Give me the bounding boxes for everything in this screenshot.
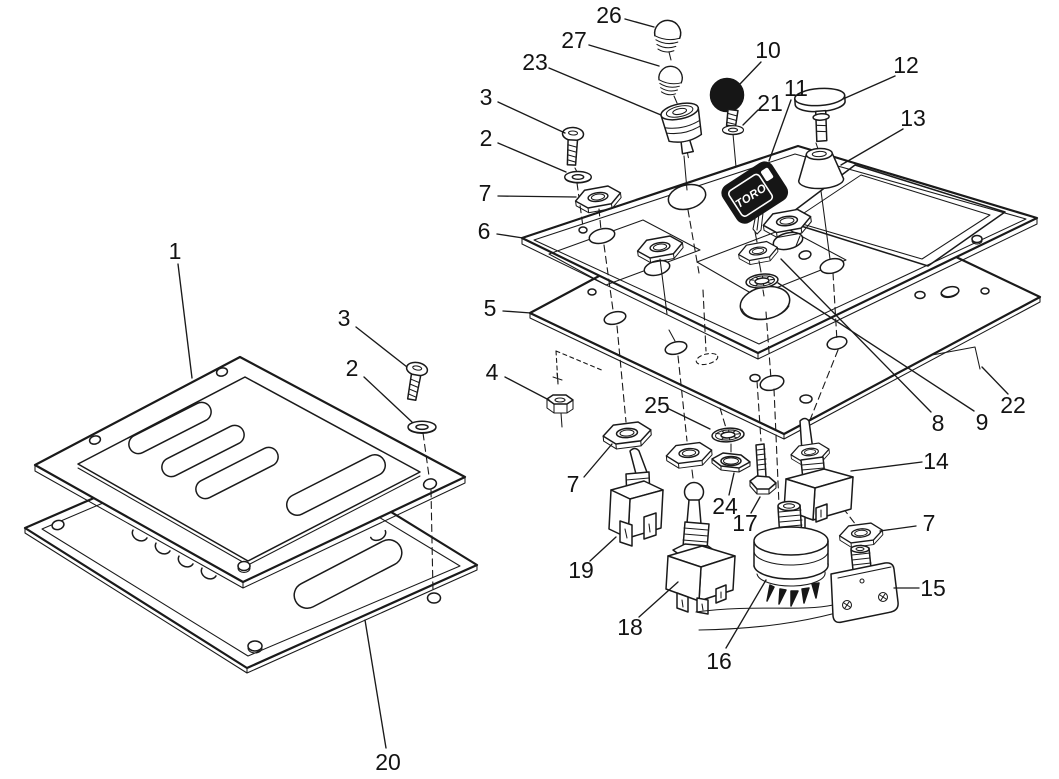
callout-14-toggle-switch: 14: [923, 448, 949, 474]
bolt-17: [749, 443, 777, 495]
leader-line-18-toggle-switch: [638, 581, 679, 618]
boot-13: [797, 147, 845, 190]
callout-22-decal: 22: [1000, 392, 1026, 418]
callout-9-lock-washer: 9: [976, 409, 989, 435]
leader-line-8-hex-nut: [780, 258, 932, 413]
callout-17-bolt: 17: [732, 510, 758, 536]
key-blade: [752, 212, 764, 235]
leader-line-19-toggle-switch: [589, 536, 617, 562]
leader-line-13-boot: [840, 128, 904, 166]
bulb-26: [653, 19, 682, 53]
leader-line-25-lock-washer: [668, 408, 711, 430]
callout-5-mounting-plate: 5: [484, 295, 497, 321]
bulb-27: [658, 65, 683, 96]
jam-nut-24: [711, 452, 751, 473]
callout-21-washer: 21: [757, 90, 783, 116]
control-panel-6: [520, 144, 1039, 360]
lamp-hole: [667, 183, 707, 211]
washer-2a: [407, 420, 437, 435]
callout-2-washer: 2: [346, 355, 359, 381]
leader-line-9-lock-washer: [777, 282, 975, 412]
washer-21: [721, 125, 745, 136]
leader-line-6-control-panel: [496, 233, 524, 239]
callout-12-push-button: 12: [893, 52, 919, 78]
recess-floor: [791, 174, 991, 260]
leader-line-14-toggle-switch: [850, 461, 923, 472]
leader-line-17-bolt: [750, 496, 761, 514]
push-button-12: [794, 87, 846, 143]
micro-switch-15: [695, 544, 899, 631]
key-switch-16: [753, 500, 829, 607]
callout-24-jam-nut: 24: [712, 493, 738, 519]
lamp-socket-23: [660, 102, 703, 159]
callout-7-flange-nut: 7: [479, 180, 492, 206]
leader-line-12-push-button: [842, 75, 896, 100]
callout-26-bulb: 26: [596, 2, 622, 28]
toggle-switch-18: [665, 481, 736, 615]
leader-line-7-flange-nut: [497, 195, 577, 198]
assembly-axis-lines: [552, 51, 862, 550]
leader-line-27-bulb: [588, 44, 660, 67]
wire: [695, 604, 837, 631]
leader-line-3-screw: [355, 326, 408, 368]
leader-line-1-cover-plate: [177, 263, 193, 379]
callout-8-hex-nut: 8: [932, 410, 945, 436]
leader-line-2-washer: [363, 376, 413, 423]
leader-line-4-hex-nut: [504, 376, 550, 401]
callout-11-key: 11: [784, 75, 808, 101]
callout-3-screw: 3: [338, 305, 351, 331]
leader-line-5-mounting-plate: [502, 310, 532, 314]
callout-10-knob: 10: [755, 37, 781, 63]
callout-25-lock-washer: 25: [644, 392, 670, 418]
callout-1-cover-plate: 1: [169, 238, 182, 264]
leader-line-16-key-switch: [725, 579, 767, 649]
leader-line-2-washer: [497, 142, 567, 173]
leader-line-20-bottom-plate: [364, 619, 387, 749]
leader-line-3-screw: [497, 101, 566, 134]
hidden-bracket: [555, 350, 605, 385]
leader-line-7-flange-nut: [583, 443, 613, 478]
callout-4-hex-nut: 4: [486, 359, 499, 385]
callout-2-washer: 2: [480, 125, 493, 151]
callout-7-flange-nut: 7: [923, 510, 936, 536]
callout-18-toggle-switch: 18: [617, 614, 643, 640]
hex-nut-4: [546, 394, 574, 414]
callout-13-boot: 13: [900, 105, 926, 131]
leader-line-10-knob: [739, 61, 762, 85]
washer-2b: [563, 170, 593, 184]
callout-6-control-panel: 6: [478, 218, 491, 244]
leader-line-24-jam-nut: [728, 472, 735, 496]
callout-3-screw: 3: [480, 84, 493, 110]
ignition-key-11: TORO: [721, 161, 789, 235]
decal-22-outline: [931, 346, 981, 370]
leader-line-11-key: [768, 99, 792, 162]
cover-plate-1: [33, 355, 467, 589]
leader-line-21-washer: [742, 109, 759, 126]
callout-27-bulb: 27: [561, 27, 587, 53]
screw-axis-left: [422, 432, 434, 593]
callout-15-micro-switch: 15: [920, 575, 946, 601]
callout-19-toggle-switch: 19: [568, 557, 594, 583]
callout-7-flange-nut: 7: [567, 471, 580, 497]
callout-16-key-switch: 16: [706, 648, 732, 674]
leader-line-23-lamp-socket: [548, 67, 662, 116]
callout-23-lamp-socket: 23: [522, 49, 548, 75]
leader-line-7-flange-nut: [879, 525, 917, 532]
callout-20-bottom-plate: 20: [375, 749, 401, 775]
leader-line-26-bulb: [624, 18, 655, 28]
toggle-switch-19: [608, 447, 664, 547]
recess-outline: [781, 164, 1006, 267]
leader-line-22-decal: [981, 366, 1009, 395]
knob-10: [709, 77, 745, 128]
